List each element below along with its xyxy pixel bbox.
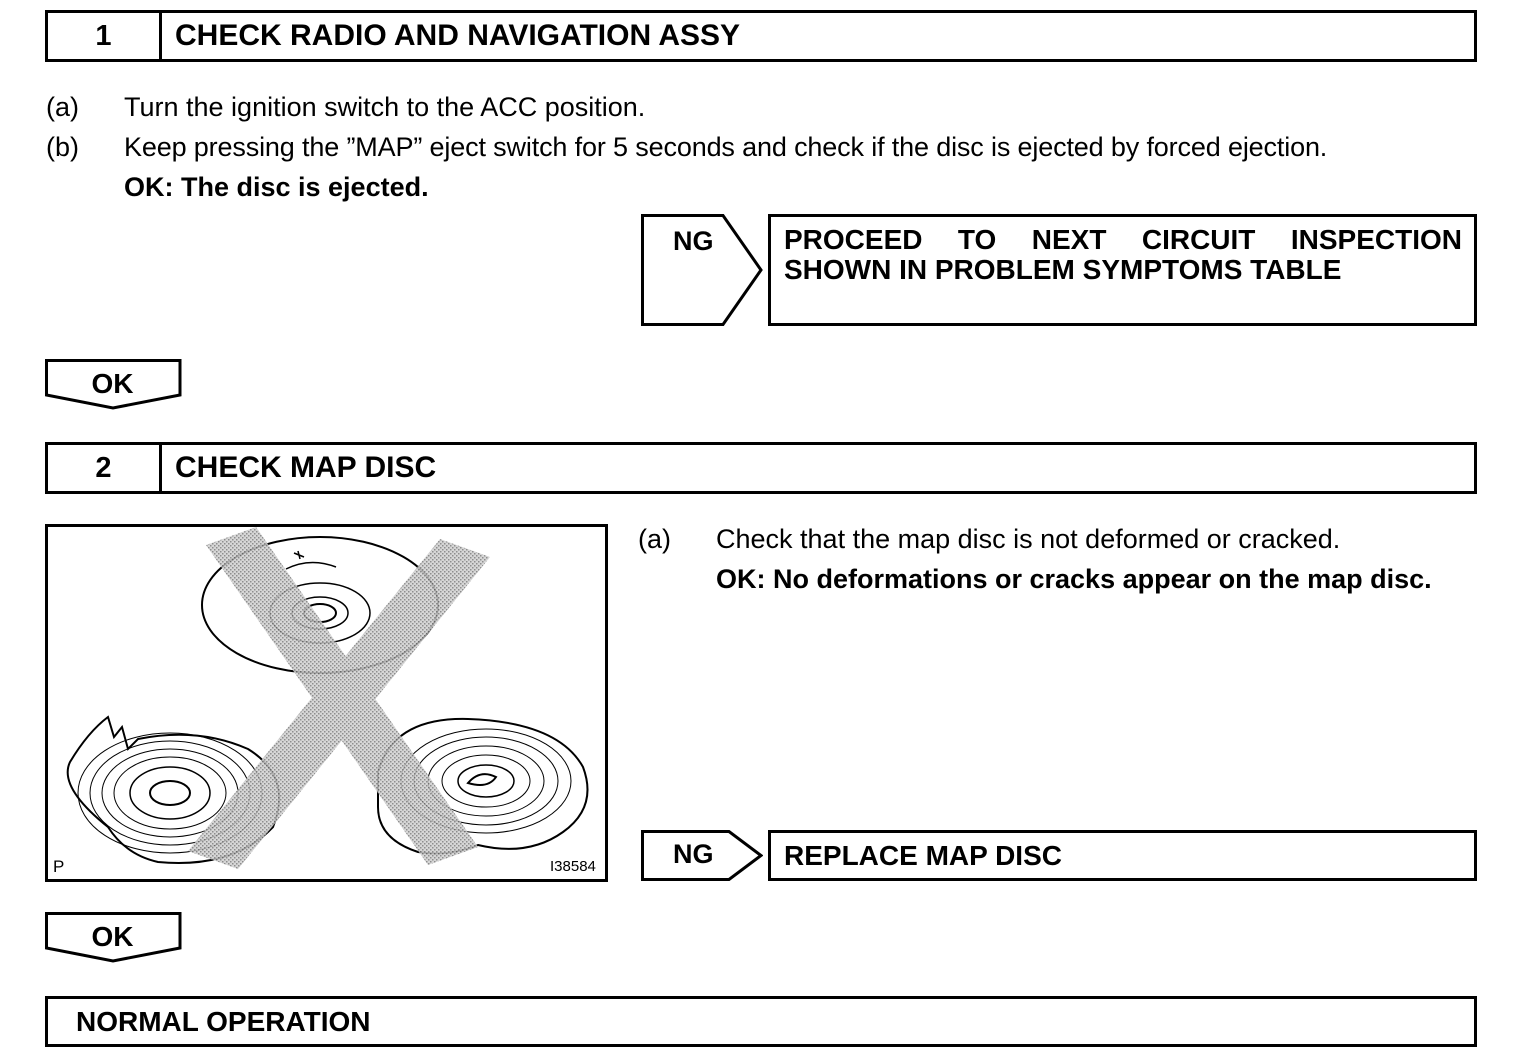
ok-tag-shape: [45, 359, 182, 410]
step-1-header: 1 CHECK RADIO AND NAVIGATION ASSY: [45, 10, 1477, 62]
instruction-text: Keep pressing the ”MAP” eject switch for…: [124, 132, 1328, 162]
ok-label: OK: [91, 368, 134, 399]
normal-operation-box: NORMAL OPERATION: [45, 996, 1477, 1047]
instruction-item: (b) Keep pressing the ”MAP” eject switch…: [46, 127, 1486, 167]
step-1-number: 1: [48, 13, 162, 59]
figure-corner-letter: P: [53, 857, 65, 876]
instruction-text: Turn the ignition switch to the ACC posi…: [124, 92, 646, 122]
step-1-ng-arrow: NG: [641, 214, 763, 326]
step-2-ok-tag: OK: [45, 912, 182, 964]
result-line-1: PROCEED TO NEXT CIRCUIT INSPECTION: [784, 224, 1462, 255]
ok-label: OK: [91, 921, 134, 952]
instruction-item: (a) Check that the map disc is not defor…: [638, 519, 1478, 559]
step-2-title: CHECK MAP DISC: [175, 451, 437, 484]
result-line-2: SHOWN IN PROBLEM SYMPTOMS TABLE: [784, 254, 1342, 285]
step-2-instructions: (a) Check that the map disc is not defor…: [638, 519, 1478, 599]
step-2-header: 2 CHECK MAP DISC: [45, 442, 1477, 494]
step-1-ok-tag: OK: [45, 359, 182, 411]
figure-code: I38584: [550, 858, 596, 875]
ok-tag-shape: [45, 912, 182, 963]
step-1-instructions: (a) Turn the ignition switch to the ACC …: [46, 87, 1486, 207]
step-2-ng-result: REPLACE MAP DISC: [768, 830, 1477, 881]
prohibition-x-icon: [188, 527, 490, 869]
step-1-title: CHECK RADIO AND NAVIGATION ASSY: [175, 19, 741, 52]
result-text: REPLACE MAP DISC: [784, 840, 1062, 871]
step-2-ng-arrow: NG: [641, 830, 763, 881]
instruction-label: (a): [638, 524, 671, 554]
ok-criteria: OK: No deformations or cracks appear on …: [716, 564, 1432, 594]
instruction-label: (b): [46, 132, 79, 162]
ok-criteria: OK: The disc is ejected.: [124, 172, 429, 202]
map-disc-figure: P I38584: [45, 524, 608, 882]
instruction-item: (a) Turn the ignition switch to the ACC …: [46, 87, 1486, 127]
ng-label: NG: [673, 839, 714, 869]
ng-arrow-shape: [641, 214, 763, 326]
normal-operation-title: NORMAL OPERATION: [76, 1006, 371, 1037]
instruction-text: Check that the map disc is not deformed …: [716, 524, 1341, 554]
ng-arrow-shape: [641, 830, 763, 881]
step-1-ng-result: PROCEED TO NEXT CIRCUIT INSPECTION SHOWN…: [768, 214, 1477, 326]
disc-illustration: [66, 527, 589, 869]
ng-label: NG: [673, 226, 714, 256]
instruction-label: (a): [46, 92, 79, 122]
step-2-number: 2: [48, 445, 162, 491]
